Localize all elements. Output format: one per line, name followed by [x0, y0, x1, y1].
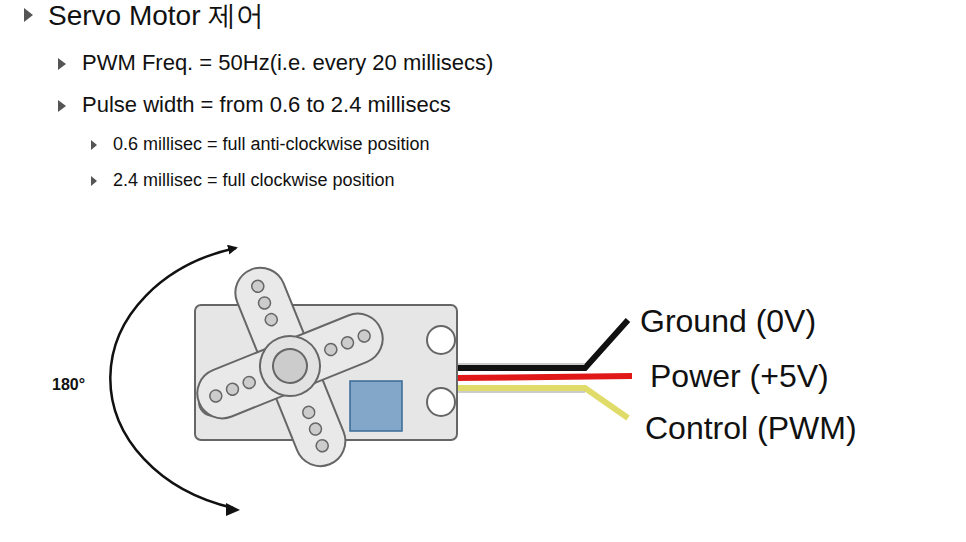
gear-window: [350, 381, 402, 431]
bullet-text: Pulse width = from 0.6 to 2.4 millisecs: [82, 92, 451, 117]
bullet-triangle: [58, 58, 66, 70]
pin-label: Power (+5V): [650, 358, 829, 395]
pin-label: Ground (0V): [640, 303, 816, 340]
bullet-text: PWM Freq. = 50Hz(i.e. every 20 millisecs…: [82, 50, 493, 75]
arrow-head: [226, 503, 240, 516]
sub-bullet-text: 2.4 millisec = full clockwise position: [113, 170, 395, 191]
servo-horn: [160, 233, 420, 501]
slide-title: Servo Motor 제어: [48, 0, 264, 32]
sub-bullet-text: 0.6 millisec = full anti-clockwise posit…: [113, 134, 430, 155]
pin-label: Control (PWM): [645, 410, 857, 447]
bullet-triangle: [91, 140, 97, 150]
bullet-triangle: [58, 100, 66, 112]
bullet-triangle: [91, 176, 97, 186]
wires: [455, 320, 632, 418]
bullet-triangle: [24, 8, 33, 22]
angle-label: 180°: [52, 376, 85, 394]
